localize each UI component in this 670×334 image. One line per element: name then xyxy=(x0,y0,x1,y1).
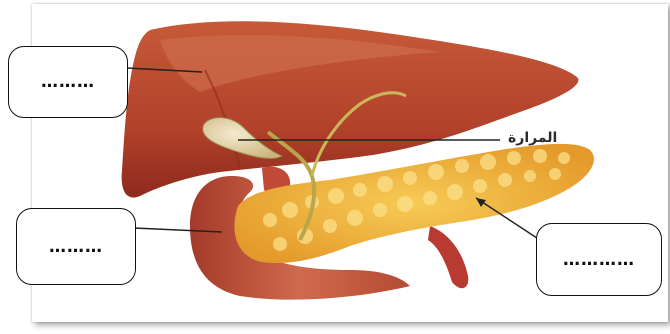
label-box-pancreas[interactable]: ………… xyxy=(536,223,662,296)
gallbladder-label: المرارة xyxy=(508,130,557,146)
liver-blank-text: ……… xyxy=(41,72,95,92)
duodenum-blank-text: ……… xyxy=(49,237,103,257)
pancreas-blank-text: ………… xyxy=(563,250,635,270)
label-box-liver[interactable]: ……… xyxy=(8,46,128,118)
label-box-duodenum[interactable]: ……… xyxy=(16,208,136,285)
vessel-shape xyxy=(428,226,468,288)
